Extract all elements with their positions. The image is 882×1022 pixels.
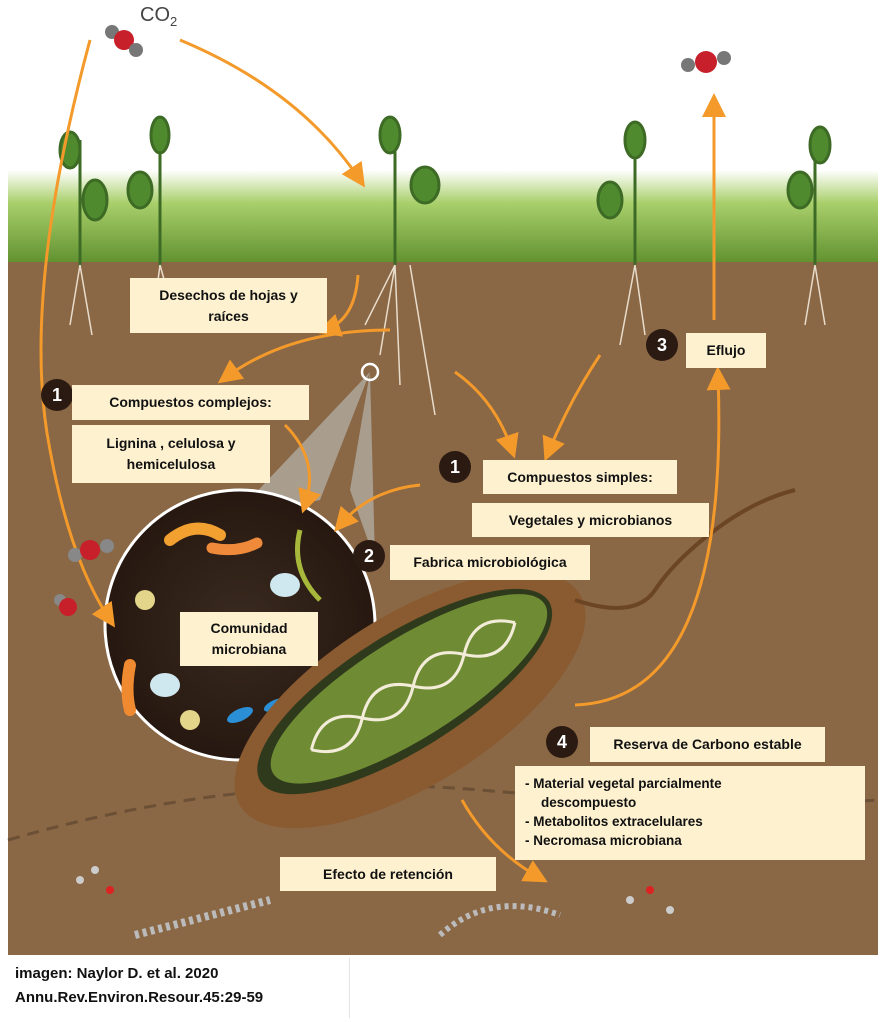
reserve-item: - Necromasa microbiana xyxy=(525,833,682,848)
reserve-item: - Material vegetal parcialmente xyxy=(525,776,722,791)
badge-1-complex: 1 xyxy=(41,379,73,411)
complex-compounds-detail: Lignina , celulosa y hemicelulosa xyxy=(72,425,270,483)
efflux-label: Eflujo xyxy=(686,333,766,368)
microbial-factory-label: Fabrica microbiológica xyxy=(390,545,590,580)
carbon-flow-arrows xyxy=(39,38,731,883)
litter-label: Desechos de hojas y raíces xyxy=(130,278,327,333)
deep-soil-line xyxy=(7,784,879,842)
credit-line-2: Annu.Rev.Environ.Resour.45:29-59 xyxy=(15,989,264,1006)
footer-divider xyxy=(349,958,350,1018)
co2-label: CO2 xyxy=(140,4,177,29)
bacterium xyxy=(234,571,586,829)
badge-3-efflux: 3 xyxy=(646,329,678,361)
reserve-items-list: - Material vegetal parcialmente descompu… xyxy=(515,766,865,860)
badge-4-reserve: 4 xyxy=(546,726,578,758)
badge-1-simple: 1 xyxy=(439,451,471,483)
magnifier-cone xyxy=(230,372,375,560)
roots xyxy=(69,264,826,416)
soil-molecules xyxy=(76,866,674,939)
co2-molecules xyxy=(54,25,731,616)
co2-label-main: CO xyxy=(140,4,170,26)
co2-label-sub: 2 xyxy=(170,14,178,29)
reserve-item: descompuesto xyxy=(541,795,637,810)
badge-2-factory: 2 xyxy=(353,540,385,572)
retention-effect-label: Efecto de retención xyxy=(280,857,496,891)
complex-compounds-label: Compuestos complejos: xyxy=(72,385,309,420)
credit-line-1: imagen: Naylor D. et al. 2020 xyxy=(15,965,219,982)
plants xyxy=(58,115,832,265)
simple-compounds-label: Compuestos simples: xyxy=(483,460,677,494)
magnifier-point xyxy=(360,362,380,382)
reserve-item: - Metabolitos extracelulares xyxy=(525,814,703,829)
stable-carbon-reserve-label: Reserva de Carbono estable xyxy=(590,727,825,762)
simple-compounds-detail: Vegetales y microbianos xyxy=(472,503,709,537)
flagellum xyxy=(574,488,796,610)
microbial-community-label: Comunidad microbiana xyxy=(180,612,318,666)
